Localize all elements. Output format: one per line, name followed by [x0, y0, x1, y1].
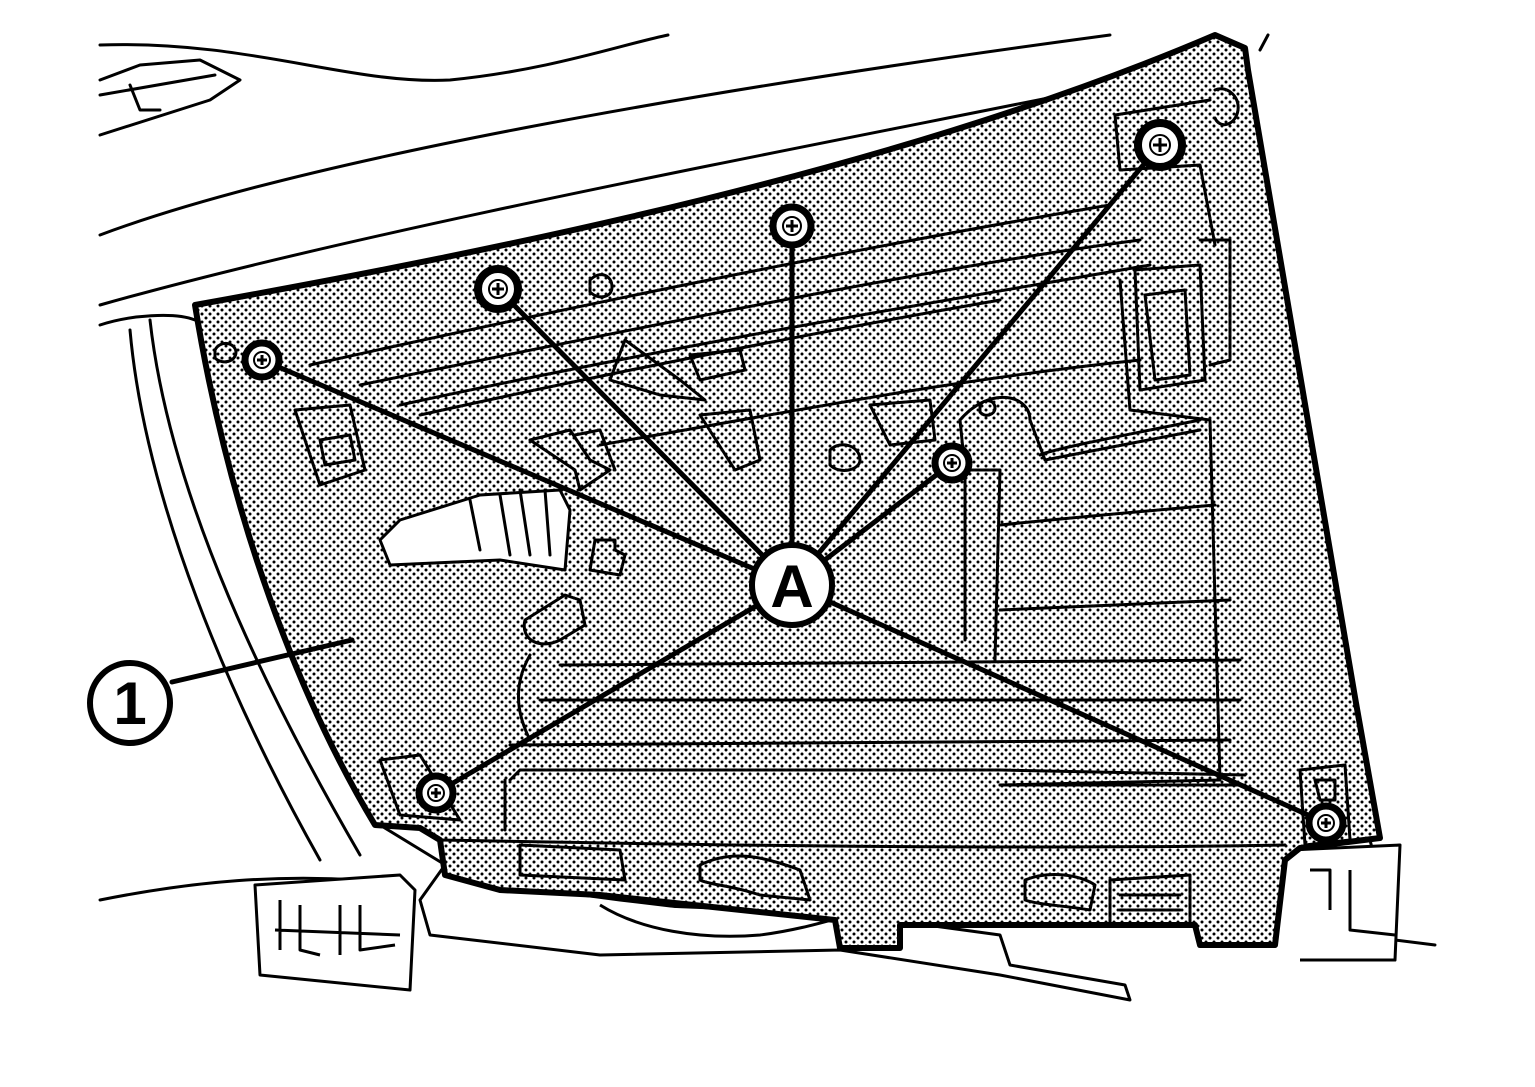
screw-icon — [769, 203, 815, 249]
fastener-leaders — [259, 142, 1329, 826]
panel-contours — [213, 87, 1352, 927]
fastener-callout-label: A — [770, 553, 813, 620]
screw-icon — [1305, 802, 1347, 844]
screw-icon — [415, 772, 457, 814]
part-callout: 1 — [87, 660, 173, 746]
part-leader-line — [169, 637, 355, 685]
part-callout-label: 1 — [113, 670, 146, 737]
screw-icon — [241, 339, 283, 381]
screw-icon — [931, 442, 973, 484]
screw-icon — [1134, 119, 1186, 171]
fastener-screws — [241, 119, 1347, 844]
fastener-callout: A — [749, 542, 835, 628]
glove-box-panel — [192, 32, 1383, 951]
lower-bracket — [253, 823, 1402, 1002]
screw-icon — [474, 265, 522, 313]
